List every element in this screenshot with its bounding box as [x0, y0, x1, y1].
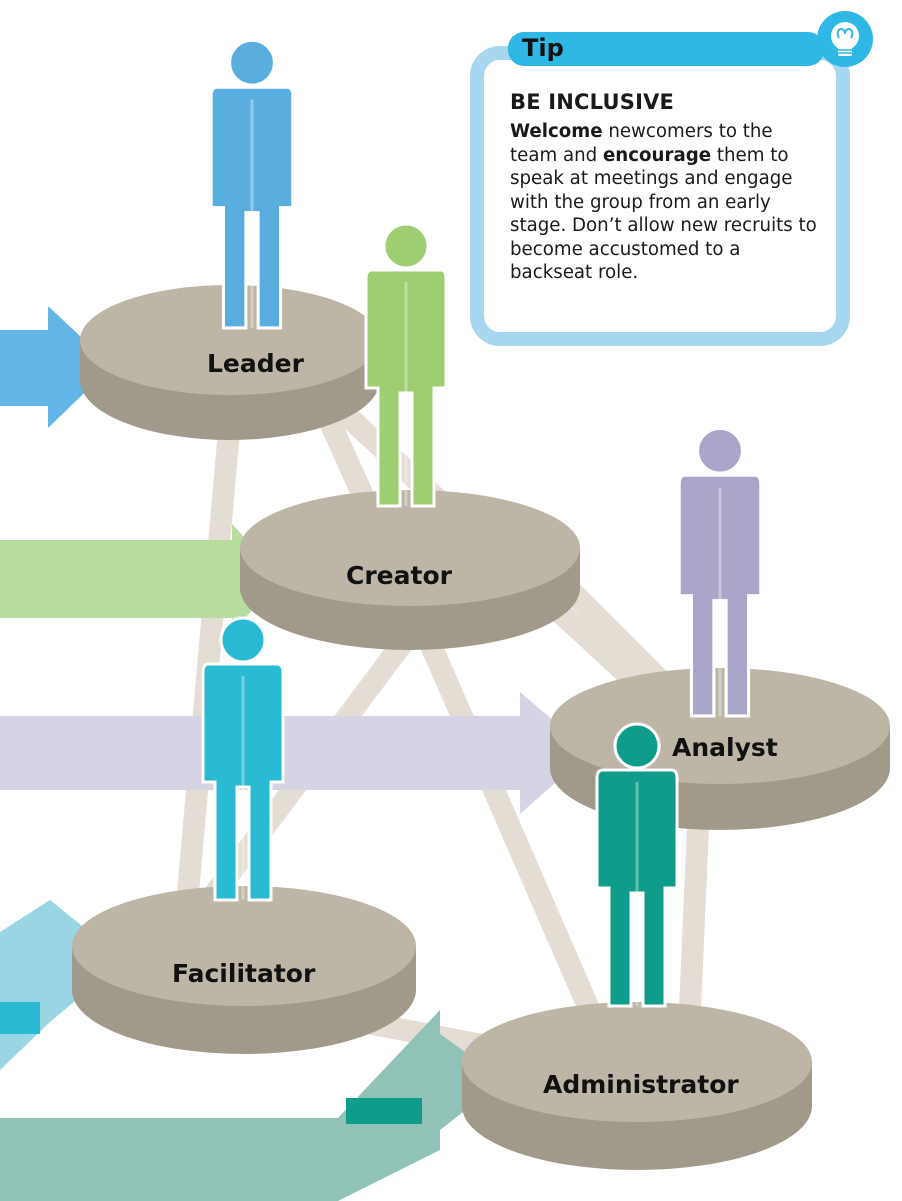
tip-word-welcome: Welcome [510, 121, 603, 142]
tip-tab [508, 32, 824, 66]
tip-box: Tip BE INCLUSIVE Welcome newcomers to th… [470, 11, 873, 358]
role-label-facilitator: Facilitator [172, 959, 316, 988]
role-label-creator: Creator [346, 561, 453, 590]
person-creator [364, 222, 448, 508]
person-analyst [677, 426, 763, 718]
arrows [0, 306, 590, 1201]
platform-creator [240, 490, 580, 650]
connector-creator-administrator [409, 609, 631, 1091]
platform-facilitator [72, 886, 416, 1054]
tip-word-encourage: encourage [602, 144, 712, 166]
arrow-lavender [0, 692, 590, 814]
platform-administrator [462, 1002, 812, 1170]
role-label-leader: Leader [207, 349, 305, 378]
arrow-green [0, 524, 282, 632]
arrow-teal-stripe [346, 1098, 422, 1124]
tip-text-2: them to speak at meetings and engage wit… [510, 144, 817, 284]
tip-tab-label: Tip [522, 34, 564, 62]
person-leader [209, 38, 295, 330]
platform-leader [80, 285, 380, 440]
arrow-teal [0, 1010, 504, 1201]
tip-text-1: newcomers to the team and [510, 121, 773, 166]
role-label-analyst: Analyst [672, 733, 778, 762]
tip-body: Welcome newcomers to the team and encour… [510, 120, 820, 285]
lightbulb-icon [817, 11, 873, 67]
tip-heading: BE INCLUSIVE [510, 90, 675, 114]
arrow-light-teal-stripe [0, 1002, 40, 1034]
arrow-blue [0, 306, 112, 428]
role-label-administrator: Administrator [543, 1070, 739, 1099]
tip-frame [470, 46, 850, 346]
